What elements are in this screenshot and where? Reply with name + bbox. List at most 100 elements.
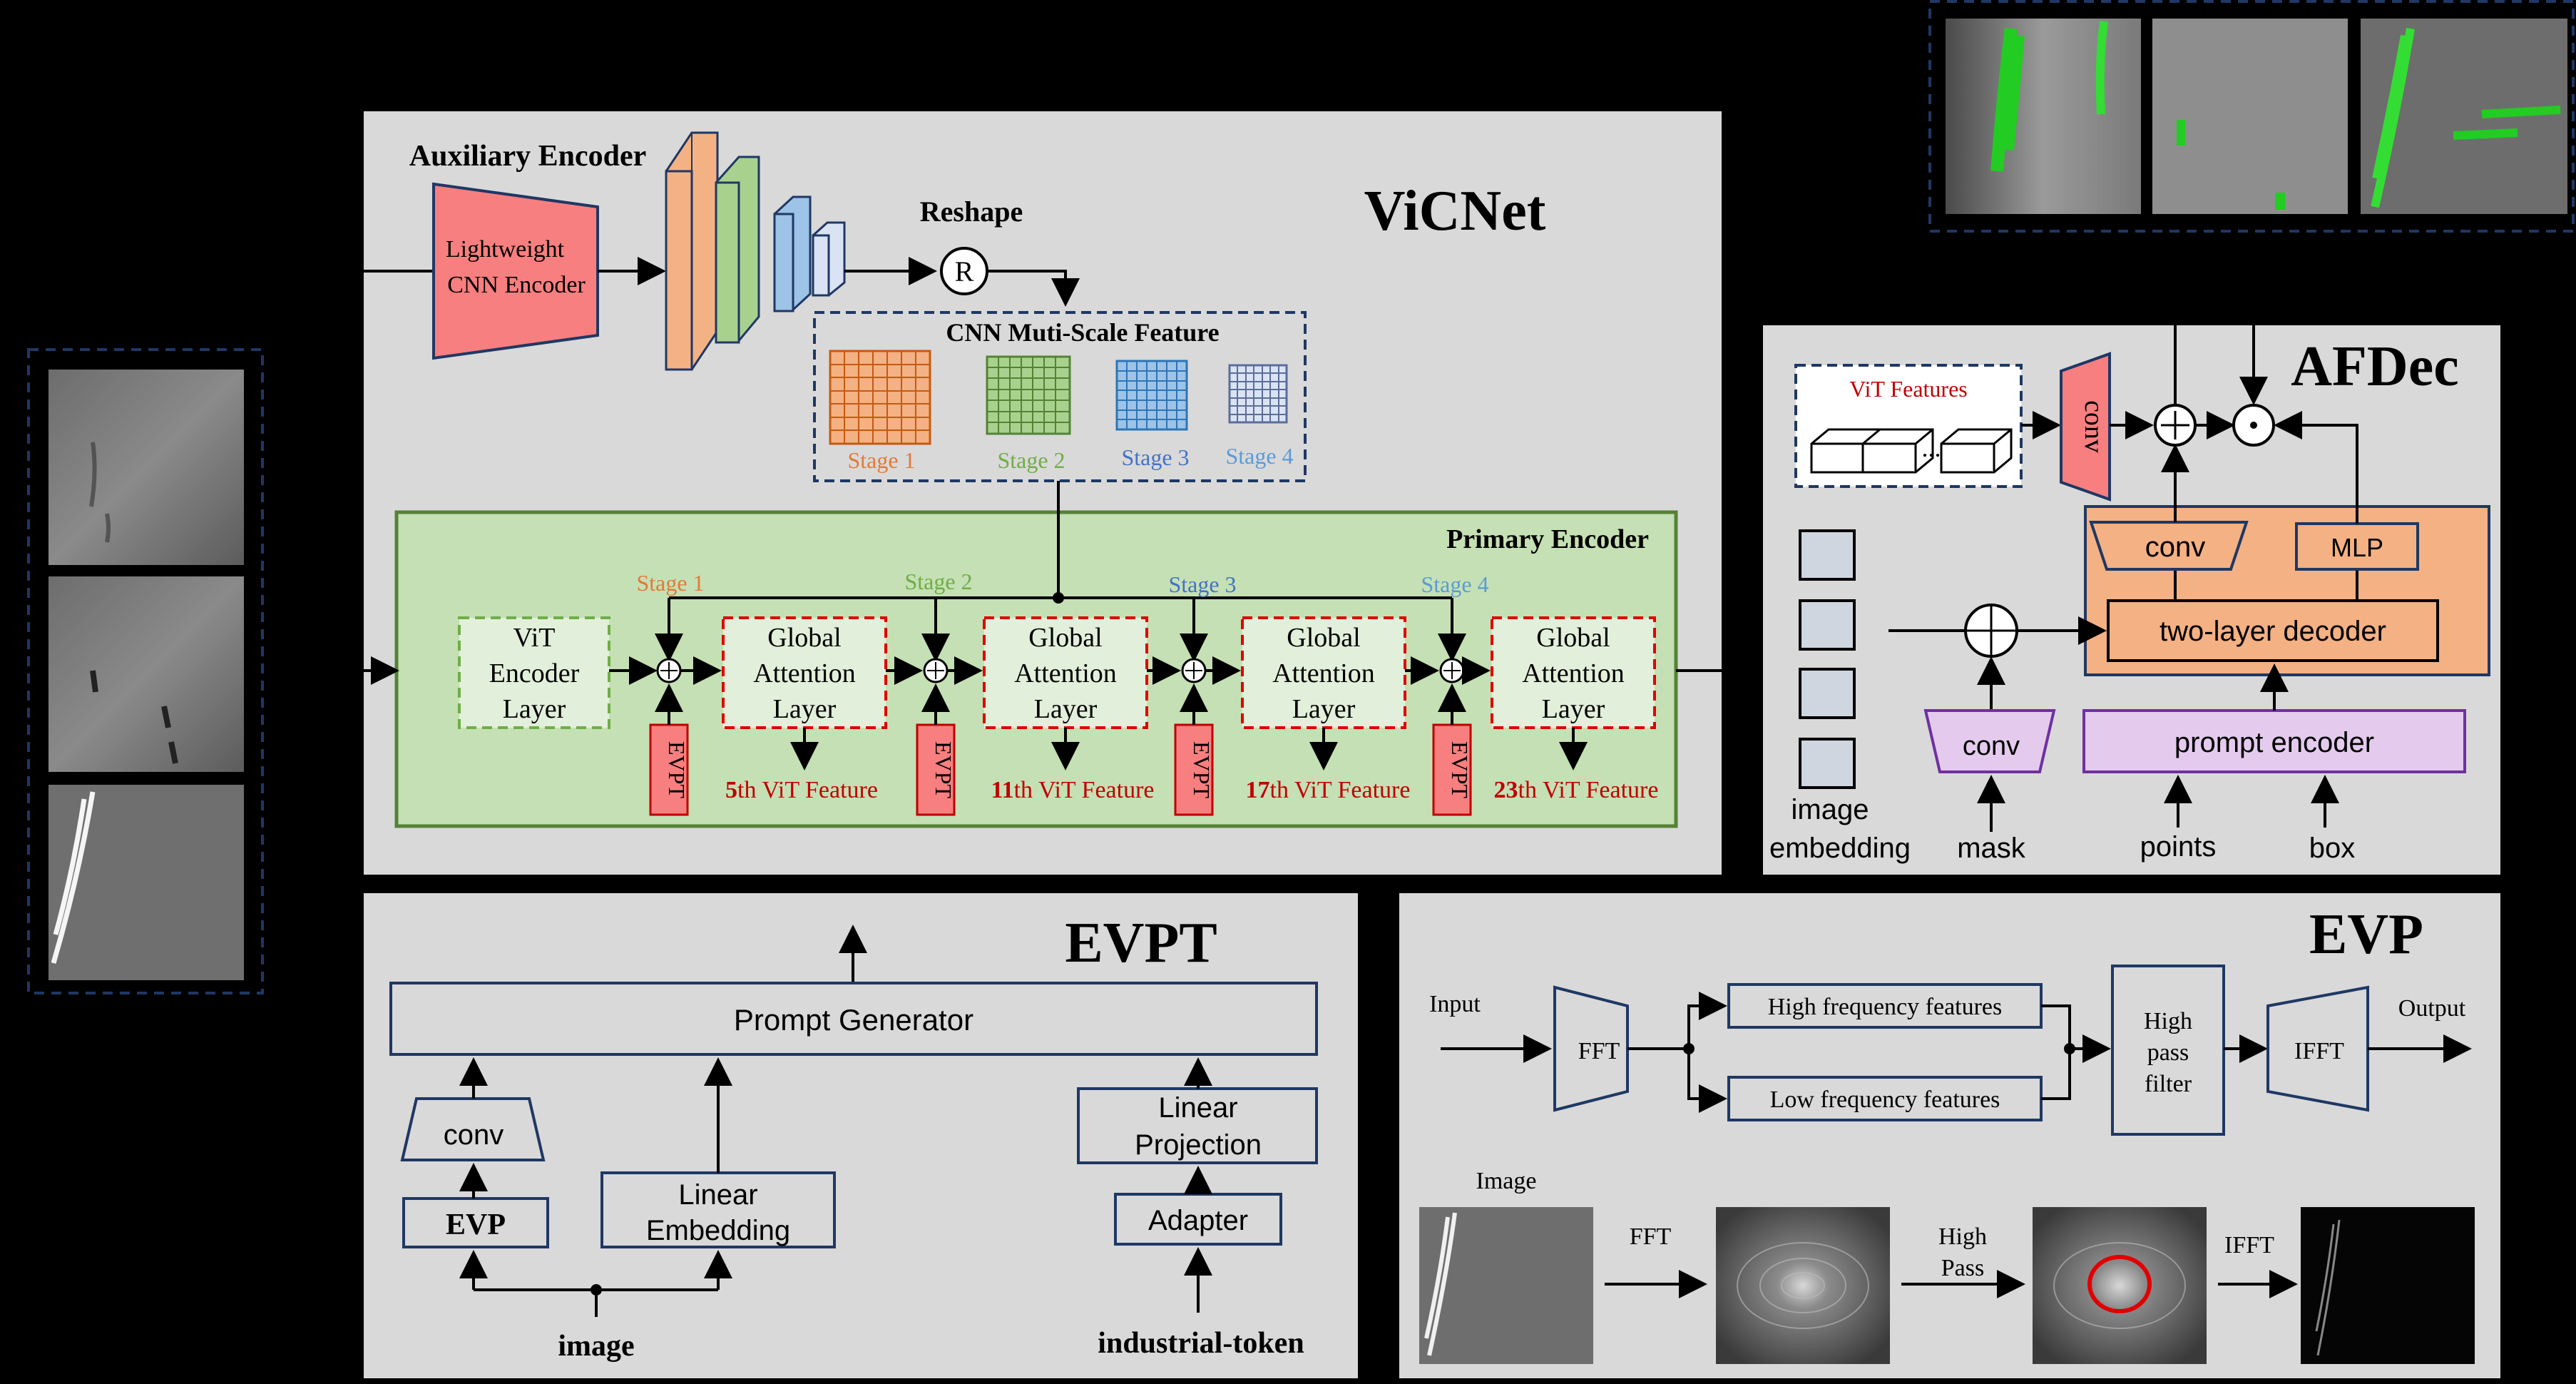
linear-projection-line2: Projection [1135, 1129, 1262, 1161]
vit-features-label: ViT Features [1849, 376, 1967, 402]
fft-block [1553, 985, 1629, 1112]
two-layer-decoder-block [2107, 599, 2439, 662]
global-attention-label: Layer [1292, 694, 1356, 724]
prompt-generator-block [389, 982, 1318, 1056]
vit-feature-label: 23th ViT Feature [1494, 777, 1659, 803]
mask-label: mask [1957, 833, 2026, 864]
evpt-block-label: EVPT [1447, 741, 1473, 798]
multiscale-title: CNN Muti-Scale Feature [946, 318, 1219, 347]
cnn-feature-stack [665, 131, 846, 371]
global-attention-label: Global [1028, 623, 1102, 653]
output-image-2 [2152, 19, 2348, 214]
ms-stage4-label: Stage 4 [1225, 443, 1293, 469]
evp-panel: EVP Input FFT High frequency features Lo… [1399, 893, 2500, 1378]
cnn-encoder-line2: CNN Encoder [447, 272, 586, 298]
input-image-1 [48, 370, 244, 565]
evp-sample-image [1419, 1207, 1593, 1364]
evpt-conv-block [400, 1097, 546, 1161]
add-icon-cross [1443, 662, 1461, 679]
mlp-label: MLP [2331, 533, 2383, 562]
decoder-conv-block [2089, 521, 2249, 571]
evp-highpass-spectrum [2033, 1207, 2207, 1364]
evpt-block-label: EVPT [931, 741, 956, 798]
reshape-symbol: R [955, 255, 974, 288]
output-images-panel [1928, 0, 2575, 233]
global-attention-label: Attention [1272, 658, 1375, 688]
global-attention-label: Attention [1014, 658, 1117, 688]
box-label: box [2309, 833, 2356, 864]
evp-fft-arrow-label: FFT [1630, 1223, 1672, 1250]
vit-encoder-layer [458, 616, 610, 729]
conv-vertical-label: conv [2079, 400, 2109, 453]
vit-feature-label: 5th ViT Feature [725, 777, 878, 803]
cnn-encoder-line1: Lightweight [446, 236, 565, 263]
evp-output-image [2301, 1207, 2475, 1364]
linear-projection-line1: Linear [1158, 1092, 1237, 1124]
auxiliary-encoder-label: Auxiliary Encoder [409, 140, 647, 173]
image-embedding-line1: image [1792, 794, 1869, 825]
stage1-grid [829, 350, 931, 445]
pe-stage1-label: Stage 1 [636, 570, 704, 596]
stage2-grid [986, 355, 1071, 435]
low-freq-label: Low frequency features [1770, 1087, 2000, 1113]
vit-encoder-line2: Encoder [489, 658, 580, 688]
ifft-block [2266, 985, 2369, 1112]
evpt-block-label: EVPT [664, 741, 690, 798]
afdec-panel: AFDec ViT Features ... conv conv MLP two… [1763, 325, 2500, 875]
global-attention-layer [722, 616, 887, 729]
evpt-block-label: EVPT [1189, 741, 1215, 798]
add-icon-cross [927, 662, 944, 679]
conv-vertical-block [2060, 352, 2111, 502]
vit-feature-label: 11th ViT Feature [991, 777, 1154, 803]
evpt-image-label: image [558, 1330, 634, 1363]
evp-highpass-line2: Pass [1941, 1255, 1984, 1281]
evp-fft-spectrum [1716, 1207, 1890, 1364]
reshape-label: Reshape [920, 195, 1023, 228]
pe-stage3-label: Stage 3 [1168, 571, 1236, 597]
input-image-3 [48, 785, 244, 980]
pe-stage2-label: Stage 2 [904, 569, 972, 594]
global-attention-label: Layer [1034, 694, 1098, 724]
mlp-block [2295, 522, 2419, 571]
two-layer-decoder-label: two-layer decoder [2160, 616, 2386, 647]
global-attention-layer [1241, 616, 1406, 729]
global-attention-label: Layer [1542, 694, 1605, 724]
global-attention-label: Attention [753, 658, 856, 688]
evpt-title: EVPT [1065, 912, 1217, 975]
vit-encoder-line1: ViT [513, 623, 556, 653]
ms-stage2-label: Stage 2 [997, 447, 1065, 473]
stage3-grid [1115, 360, 1188, 431]
global-attention-label: Layer [773, 694, 837, 724]
stage4-grid [1228, 364, 1288, 424]
output-image-1 [1946, 19, 2141, 214]
add-icon-cross [660, 662, 678, 679]
image-embedding-line2: embedding [1769, 833, 1911, 864]
prompt-generator-label: Prompt Generator [734, 1003, 973, 1037]
vicnet-title: ViCNet [1364, 180, 1546, 243]
input-images-panel [27, 348, 264, 994]
linear-embedding-line1: Linear [678, 1179, 757, 1211]
evp-input-label: Input [1429, 991, 1481, 1017]
cnn-encoder-block [432, 182, 599, 360]
linear-embedding-line2: Embedding [646, 1215, 790, 1246]
high-freq-block [1727, 983, 2043, 1029]
mask-conv-block [1923, 709, 2056, 773]
prompt-encoder-label: prompt encoder [2174, 727, 2374, 758]
evpt-panel: EVPT Prompt Generator conv EVP Linear Em… [364, 893, 1358, 1378]
vit-feature-label: 17th ViT Feature [1246, 777, 1411, 803]
ms-stage3-label: Stage 3 [1121, 444, 1189, 470]
highpass-filter-ring [2087, 1255, 2152, 1313]
afdec-title: AFDec [2291, 335, 2458, 398]
decoder-conv-label: conv [2145, 531, 2206, 563]
points-label: points [2140, 831, 2217, 863]
evpt-block [649, 723, 689, 816]
primary-encoder-label: Primary Encoder [1446, 524, 1649, 554]
vit-feature-cubes [1810, 428, 2013, 474]
global-attention-label: Attention [1522, 658, 1625, 688]
ms-stage1-label: Stage 1 [847, 447, 915, 473]
evp-output-label: Output [2398, 995, 2466, 1022]
evp-ifft-arrow-label: IFFT [2224, 1232, 2274, 1258]
global-attention-layer [983, 616, 1148, 729]
image-embedding-squares [1799, 529, 1856, 789]
